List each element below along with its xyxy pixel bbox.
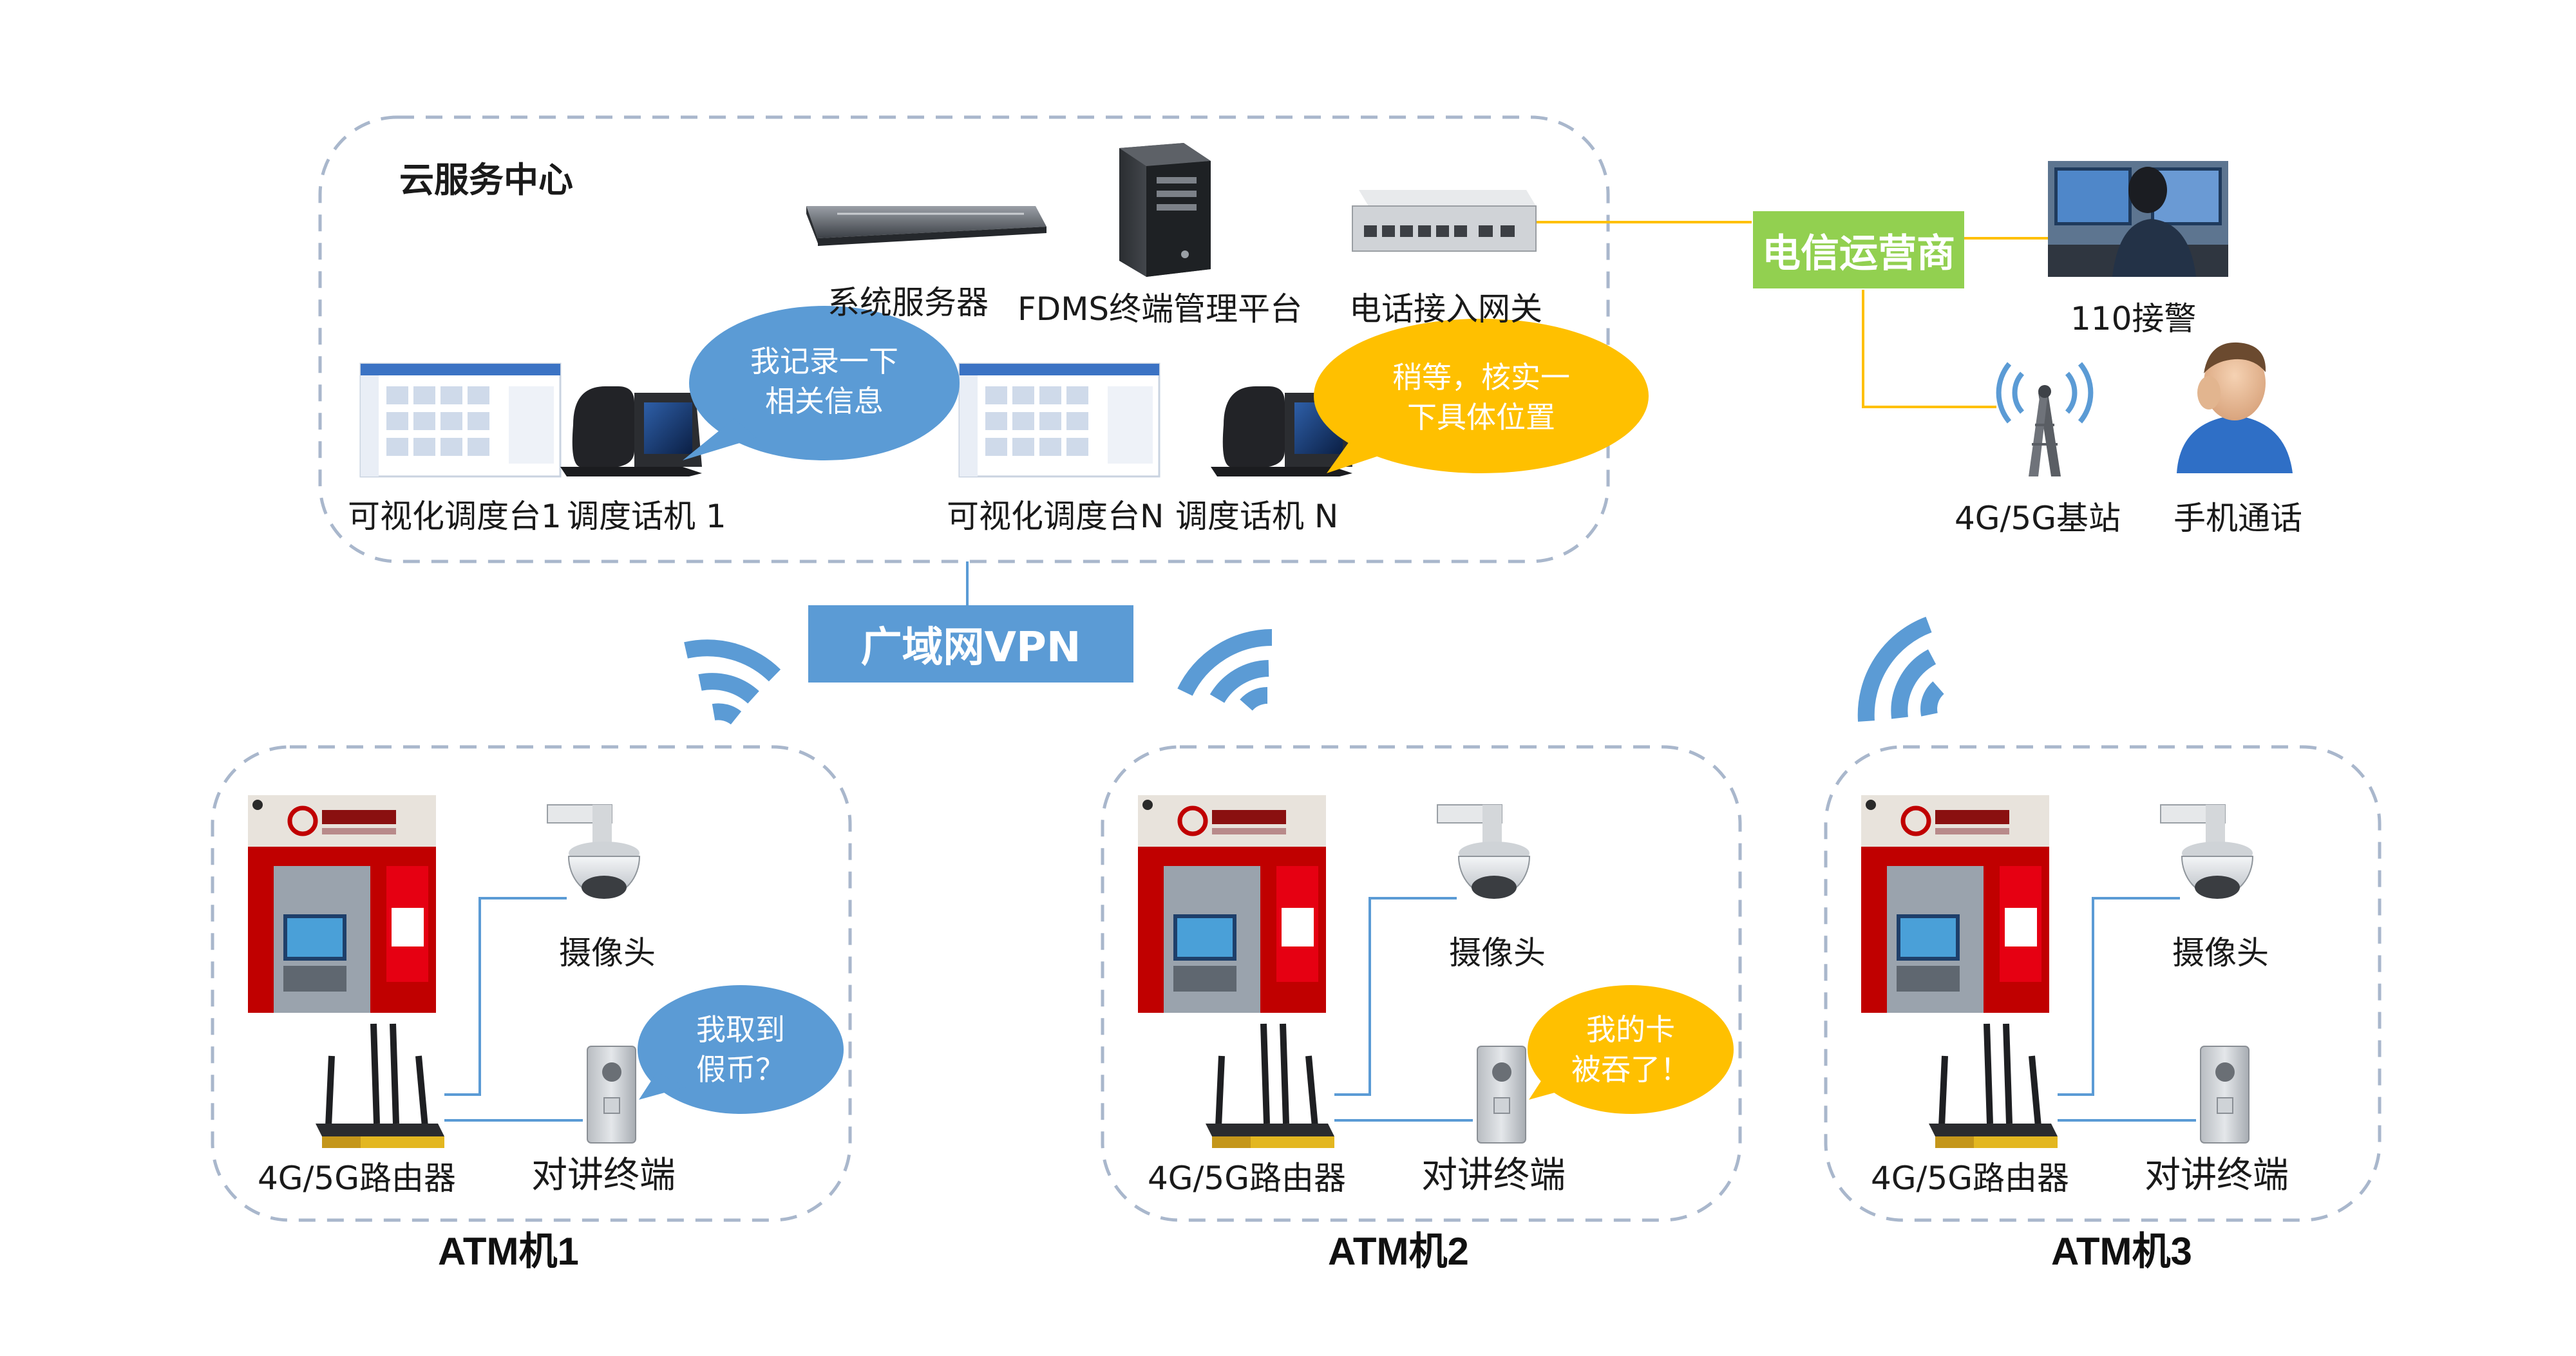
phone-gateway-icon <box>1352 190 1537 252</box>
cloud-service-group <box>318 115 1610 563</box>
camera-label: 摄像头 <box>1449 934 1546 972</box>
atm-speech-bubble <box>638 985 844 1114</box>
atm-machine-icon <box>248 795 436 1013</box>
atm-machine-icon <box>1861 795 2049 1013</box>
dispatch-phone-n-label: 调度话机 N <box>1175 498 1339 535</box>
dispatch-console-n-label: 可视化调度台N <box>947 498 1164 535</box>
camera-icon <box>1437 804 1531 899</box>
atm2-graphics <box>1138 795 1734 1148</box>
router-label: 4G/5G路由器 <box>1871 1160 2069 1197</box>
atm1-group <box>211 745 852 1222</box>
cloud-service-title: 云服务中心 <box>399 160 573 200</box>
atm-title: ATM机1 <box>438 1230 579 1273</box>
dispatch-console-n-icon <box>958 363 1160 478</box>
system-server-icon <box>806 206 1046 246</box>
intercom-terminal-icon <box>587 1046 636 1144</box>
router-label: 4G/5G路由器 <box>258 1160 456 1197</box>
atm3-graphics <box>1861 795 2254 1148</box>
intercom-label: 对讲终端 <box>1421 1154 1566 1196</box>
router-icon <box>316 1023 444 1148</box>
police-110-label: 110接警 <box>2070 300 2197 337</box>
camera-icon <box>547 804 641 899</box>
speech-bubble-record <box>683 306 960 460</box>
intercom-terminal-icon <box>1477 1046 1526 1144</box>
speech-bubble-record-text: 我记录一下 相关信息 <box>750 344 898 419</box>
atm-title: ATM机3 <box>2051 1230 2192 1273</box>
wifi-icon <box>684 639 781 725</box>
atm-machine-icon <box>1138 795 1326 1013</box>
wifi-icon <box>1857 616 1945 722</box>
speech-bubble-verify-text: 稍等，核实一 下具体位置 <box>1392 360 1570 435</box>
speech-bubble-verify <box>1314 319 1649 473</box>
mobile-user-icon <box>2177 342 2293 473</box>
atm3-group <box>1824 745 2382 1222</box>
dispatch-console-1-icon <box>359 363 562 478</box>
base-station-icon <box>1996 362 2094 476</box>
fdms-platform-label: FDMS终端管理平台 <box>1018 290 1303 328</box>
wifi-icon <box>1177 629 1273 711</box>
atm2-group <box>1101 745 1742 1222</box>
atm-speech-bubble-text: 我取到假币？ <box>696 1012 785 1087</box>
dispatch-console-1-label: 可视化调度台1 <box>348 498 562 535</box>
mobile-call-label: 手机通话 <box>2174 500 2302 537</box>
base-station-label: 4G/5G基站 <box>1955 500 2121 537</box>
atm-title: ATM机2 <box>1328 1230 1469 1273</box>
police-operator-icon <box>2048 161 2228 277</box>
atm-speech-bubble <box>1528 985 1734 1114</box>
intercom-label: 对讲终端 <box>2145 1154 2289 1196</box>
camera-label: 摄像头 <box>559 934 656 972</box>
dispatch-phone-1-label: 调度话机 1 <box>567 498 726 535</box>
camera-icon <box>2160 804 2254 899</box>
router-icon <box>1929 1023 2058 1148</box>
atm-speech-bubble-text: 我的卡被吞了！ <box>1571 1012 1690 1087</box>
fdms-platform-icon <box>1119 143 1211 277</box>
intercom-terminal-icon <box>2200 1046 2249 1144</box>
intercom-label: 对讲终端 <box>531 1154 676 1196</box>
telecom-carrier-badge: 电信运营商 <box>1753 211 1964 288</box>
dispatch-phone-1-icon <box>560 386 702 476</box>
router-icon <box>1206 1023 1334 1148</box>
router-label: 4G/5G路由器 <box>1148 1160 1346 1197</box>
wan-vpn-badge: 广域网VPN <box>808 605 1133 683</box>
camera-label: 摄像头 <box>2172 934 2269 972</box>
system-server-label: 系统服务器 <box>828 284 989 321</box>
atm1-graphics <box>248 795 844 1148</box>
phone-gateway-label: 电话接入网关 <box>1349 290 1542 328</box>
